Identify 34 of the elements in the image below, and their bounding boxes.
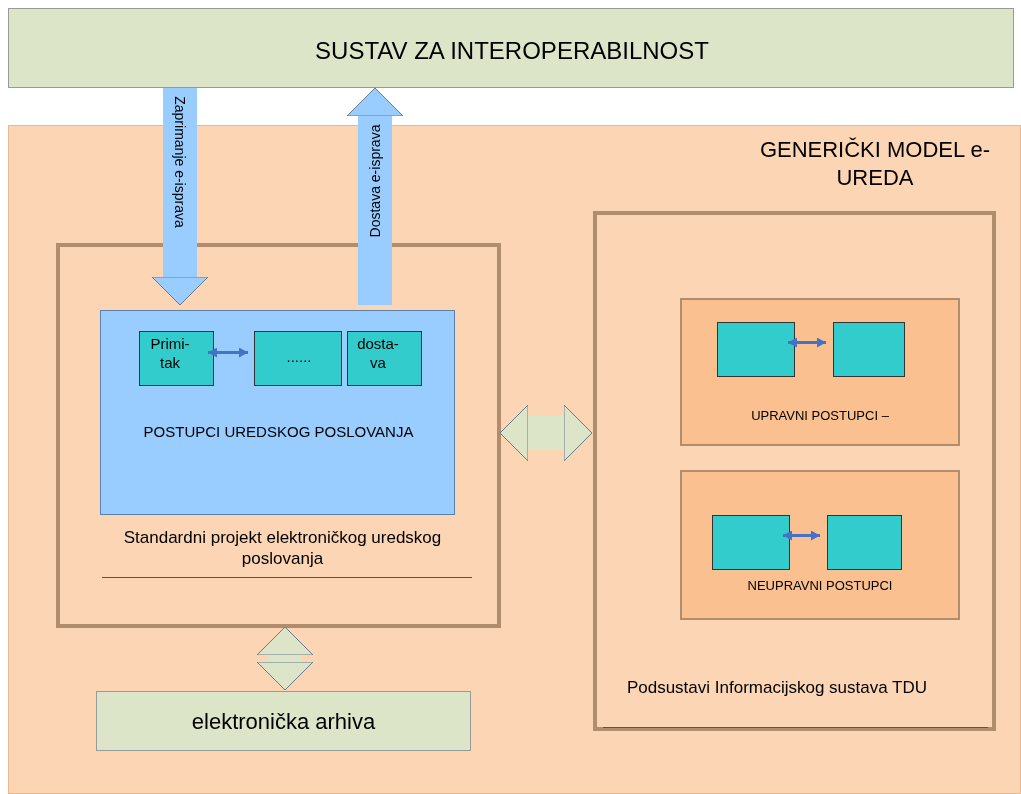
box-label: UPRAVNI POSTUPCI – [750,408,890,425]
process-box [717,322,795,377]
box-label: POSTUPCI UREDSKOG POSLOVANJA [142,423,415,442]
edge-label: Zaprimanje e-isprava [171,96,188,228]
block-arrow [256,626,314,691]
project-frame [56,243,501,628]
frame-caption: Podsustavi Informacijskog sustava TDU [625,677,929,699]
edge-label: Dostava e-isprava [366,124,383,237]
box-label: dosta- va [356,335,400,373]
process-box [100,310,455,515]
process-box [139,331,214,386]
box-label: Primi- tak [149,335,191,373]
procedure-box [680,470,960,620]
block-arrow [499,404,593,462]
arrow [788,337,826,348]
header-band [8,8,1014,88]
block-arrow [151,88,209,306]
subsystem-frame [593,211,996,731]
procedure-box [680,298,960,446]
arrow [208,347,248,358]
frame-caption: Standardni projekt elektroničkog uredskog poslovanja [122,527,443,570]
header-title: SUSTAV ZA INTEROPERABILNOST [314,36,710,66]
archive-box [96,691,471,751]
panel-title: GENERIČKI MODEL e-UREDA [758,136,992,191]
process-box [833,322,905,377]
process-box [712,515,790,570]
box-label: ...... [285,348,313,367]
box-label: elektronička arhiva [190,708,377,736]
process-box [827,515,902,570]
process-box [347,331,422,386]
process-box [254,331,342,386]
block-arrow [346,87,404,305]
box-label: NEUPRAVNI POSTUPCI [746,578,894,595]
arrow [783,530,820,541]
